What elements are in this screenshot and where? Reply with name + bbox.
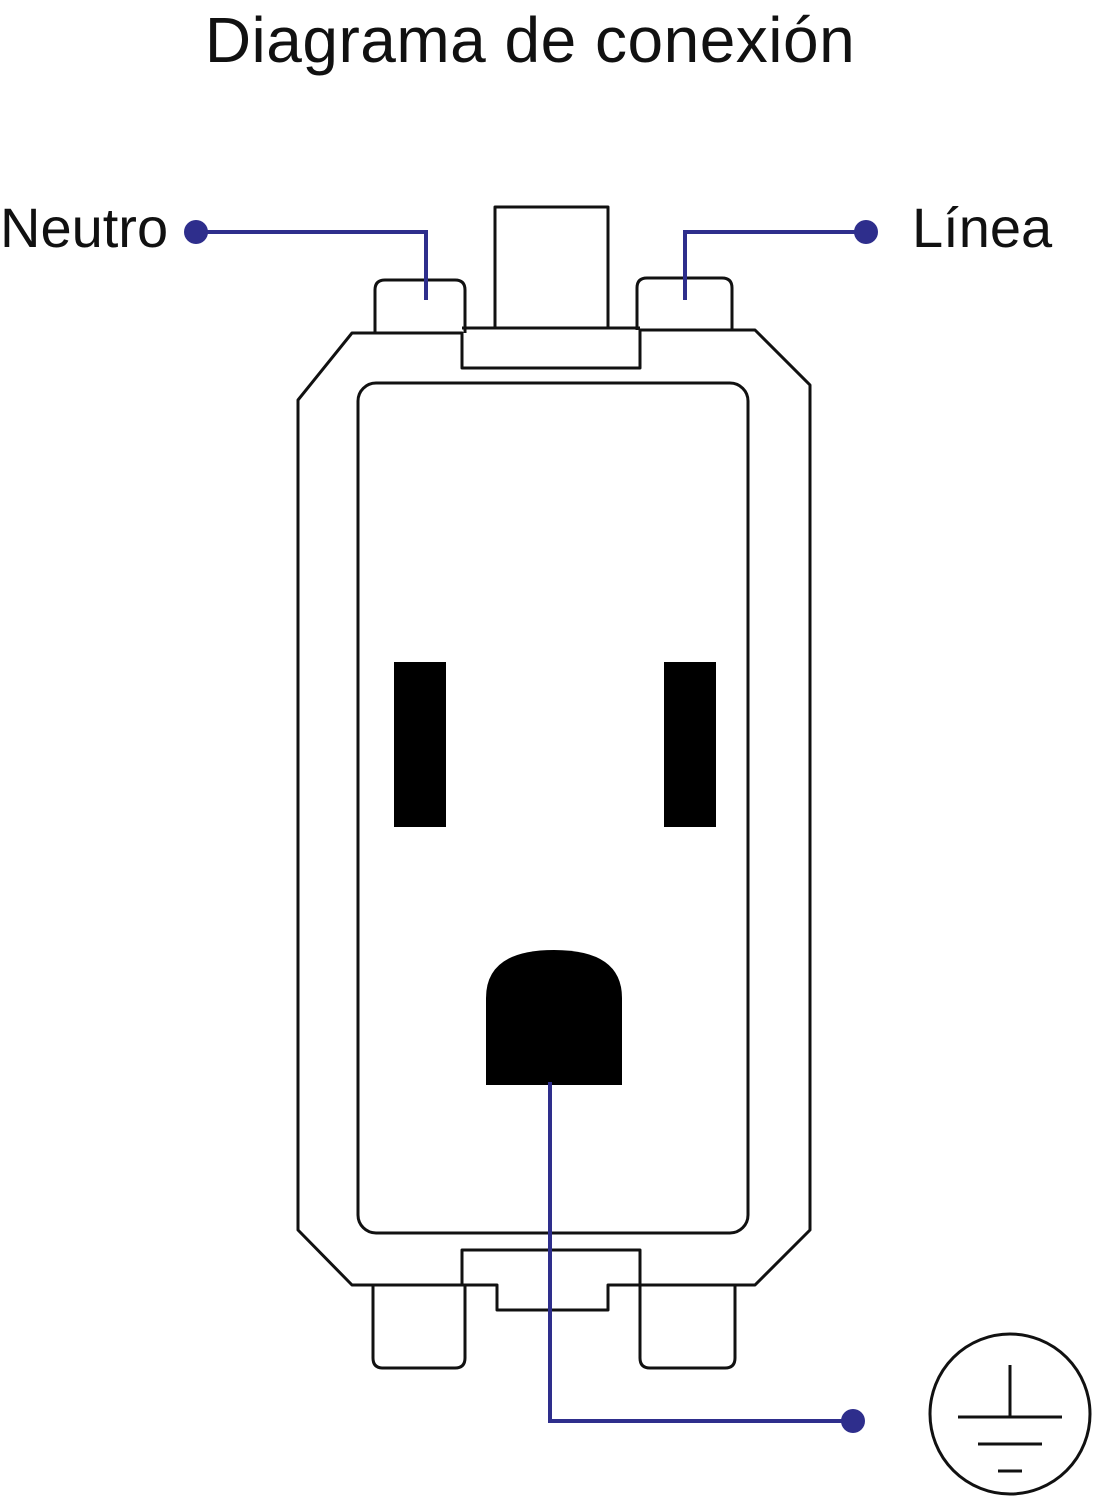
bottom-left-terminal — [371, 1285, 467, 1370]
neutral-label: Neutro — [0, 196, 169, 259]
bottom-right-terminal — [638, 1285, 737, 1370]
neutral-connection-dot — [184, 220, 208, 244]
ground-symbol-icon — [928, 1332, 1092, 1496]
bottom-bracket — [462, 1283, 640, 1312]
line-wire — [683, 230, 866, 300]
outlet-body — [296, 205, 812, 1370]
wires — [196, 230, 866, 1423]
neutral-slot — [394, 662, 446, 827]
outlet-outer-frame — [296, 328, 812, 1287]
top-tab — [493, 205, 610, 330]
diagram-title: Diagrama de conexión — [204, 4, 856, 76]
neutral-wire — [196, 230, 428, 300]
outlet-face — [356, 381, 750, 1235]
ground-slot — [486, 950, 622, 1085]
ground-connection-dot — [841, 1409, 865, 1433]
line-slot — [664, 662, 716, 827]
line-label: Línea — [912, 196, 1053, 259]
neutral-terminal — [373, 278, 467, 333]
ground-wire — [548, 1082, 853, 1423]
line-connection-dot — [854, 220, 878, 244]
